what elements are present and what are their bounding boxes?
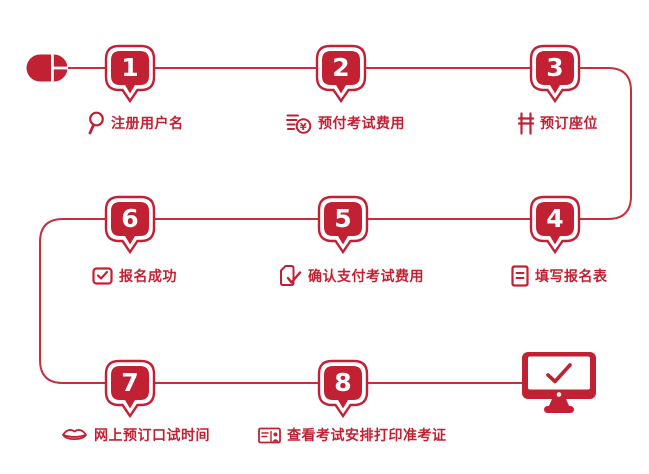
step-label-text: 网上预订口试时间 bbox=[94, 428, 210, 444]
step-label-1: 注册用户名 bbox=[86, 110, 184, 136]
step-badge-7: 7 bbox=[104, 359, 156, 421]
step-number: 6 bbox=[121, 204, 139, 233]
step-number: 2 bbox=[332, 53, 350, 82]
step-badge-6: 6 bbox=[104, 195, 156, 257]
step-badge-4: 4 bbox=[529, 195, 581, 257]
step-label-3: 预订座位 bbox=[518, 110, 598, 136]
checkbox-icon bbox=[92, 267, 113, 285]
step-number: 8 bbox=[334, 368, 352, 397]
step-label-4: 填写报名表 bbox=[511, 263, 608, 289]
step-number: 7 bbox=[121, 368, 139, 397]
monitor-check-icon bbox=[521, 352, 599, 418]
form-icon bbox=[511, 265, 529, 287]
step-badge-1: 1 bbox=[104, 44, 156, 106]
step-label-text: 确认支付考试费用 bbox=[308, 269, 424, 285]
step-number: 3 bbox=[546, 53, 564, 82]
step-label-text: 填写报名表 bbox=[535, 269, 608, 285]
chair-icon bbox=[518, 111, 534, 135]
step-label-text: 预订座位 bbox=[540, 116, 598, 132]
step-number: 5 bbox=[334, 204, 352, 233]
step-label-text: 注册用户名 bbox=[111, 116, 184, 132]
step-badge-8: 8 bbox=[317, 359, 369, 421]
step-label-text: 报名成功 bbox=[119, 269, 177, 285]
id-card-icon bbox=[258, 427, 281, 444]
step-label-8: 查看考试安排打印准考证 bbox=[258, 422, 447, 448]
step-number: 1 bbox=[121, 53, 139, 82]
document-check-icon bbox=[279, 264, 302, 288]
step-label-5: 确认支付考试费用 bbox=[279, 263, 424, 289]
svg-text:¥: ¥ bbox=[300, 122, 307, 133]
step-label-7: 网上预订口试时间 bbox=[61, 422, 210, 448]
step-label-2: ¥ 预付考试费用 bbox=[285, 110, 405, 136]
step-label-text: 查看考试安排打印准考证 bbox=[287, 428, 447, 444]
step-badge-3: 3 bbox=[529, 44, 581, 106]
step-number: 4 bbox=[546, 204, 564, 233]
step-badge-2: 2 bbox=[315, 44, 367, 106]
step-label-text: 预付考试费用 bbox=[318, 116, 405, 132]
lips-icon bbox=[61, 427, 88, 443]
magnifier-icon bbox=[86, 111, 105, 135]
coins-yen-icon: ¥ bbox=[285, 112, 312, 135]
step-label-6: 报名成功 bbox=[92, 263, 177, 289]
step-badge-5: 5 bbox=[317, 195, 369, 257]
mouse-icon bbox=[26, 54, 68, 86]
